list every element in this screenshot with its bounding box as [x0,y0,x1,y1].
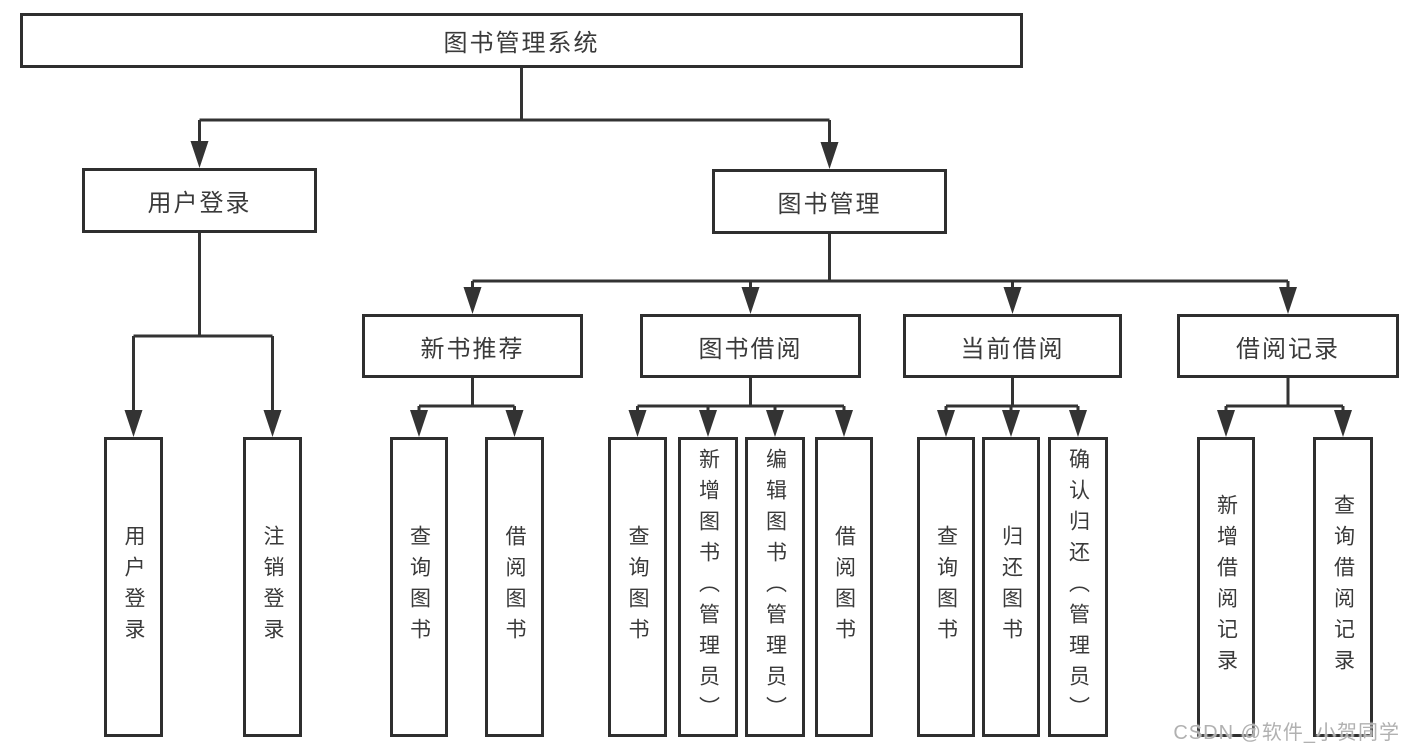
leaf-user-login: 用户登录 [104,437,163,737]
leaf-add-borrow-record: 新增借阅记录 [1197,437,1255,737]
leaf-return-books: 归还图书 [982,437,1040,737]
watermark-csdn: CSDN @软件_小贺同学 [1173,722,1400,744]
node-user-login: 用户登录 [82,168,317,233]
leaf-add-books-admin: 新增图书（管理员） [678,437,738,737]
node-current-borrowing: 当前借阅 [903,314,1122,378]
leaf-edit-books-admin: 编辑图书（管理员） [745,437,805,737]
leaf-recommend-borrow-books: 借阅图书 [485,437,544,737]
leaf-logout: 注销登录 [243,437,302,737]
node-book-borrowing: 图书借阅 [640,314,861,378]
arrow-heads [124,141,1352,437]
node-new-book-recommendation: 新书推荐 [362,314,583,378]
node-library-management-system: 图书管理系统 [20,13,1023,68]
node-borrowing-records: 借阅记录 [1177,314,1399,378]
node-book-management: 图书管理 [712,169,947,234]
leaf-recommend-query-books: 查询图书 [390,437,448,737]
leaf-borrowing-borrow-books: 借阅图书 [815,437,873,737]
leaf-query-borrow-record: 查询借阅记录 [1313,437,1373,737]
leaf-current-query-books: 查询图书 [917,437,975,737]
leaf-borrowing-query-books: 查询图书 [608,437,667,737]
leaf-confirm-return-admin: 确认归还（管理员） [1048,437,1108,737]
